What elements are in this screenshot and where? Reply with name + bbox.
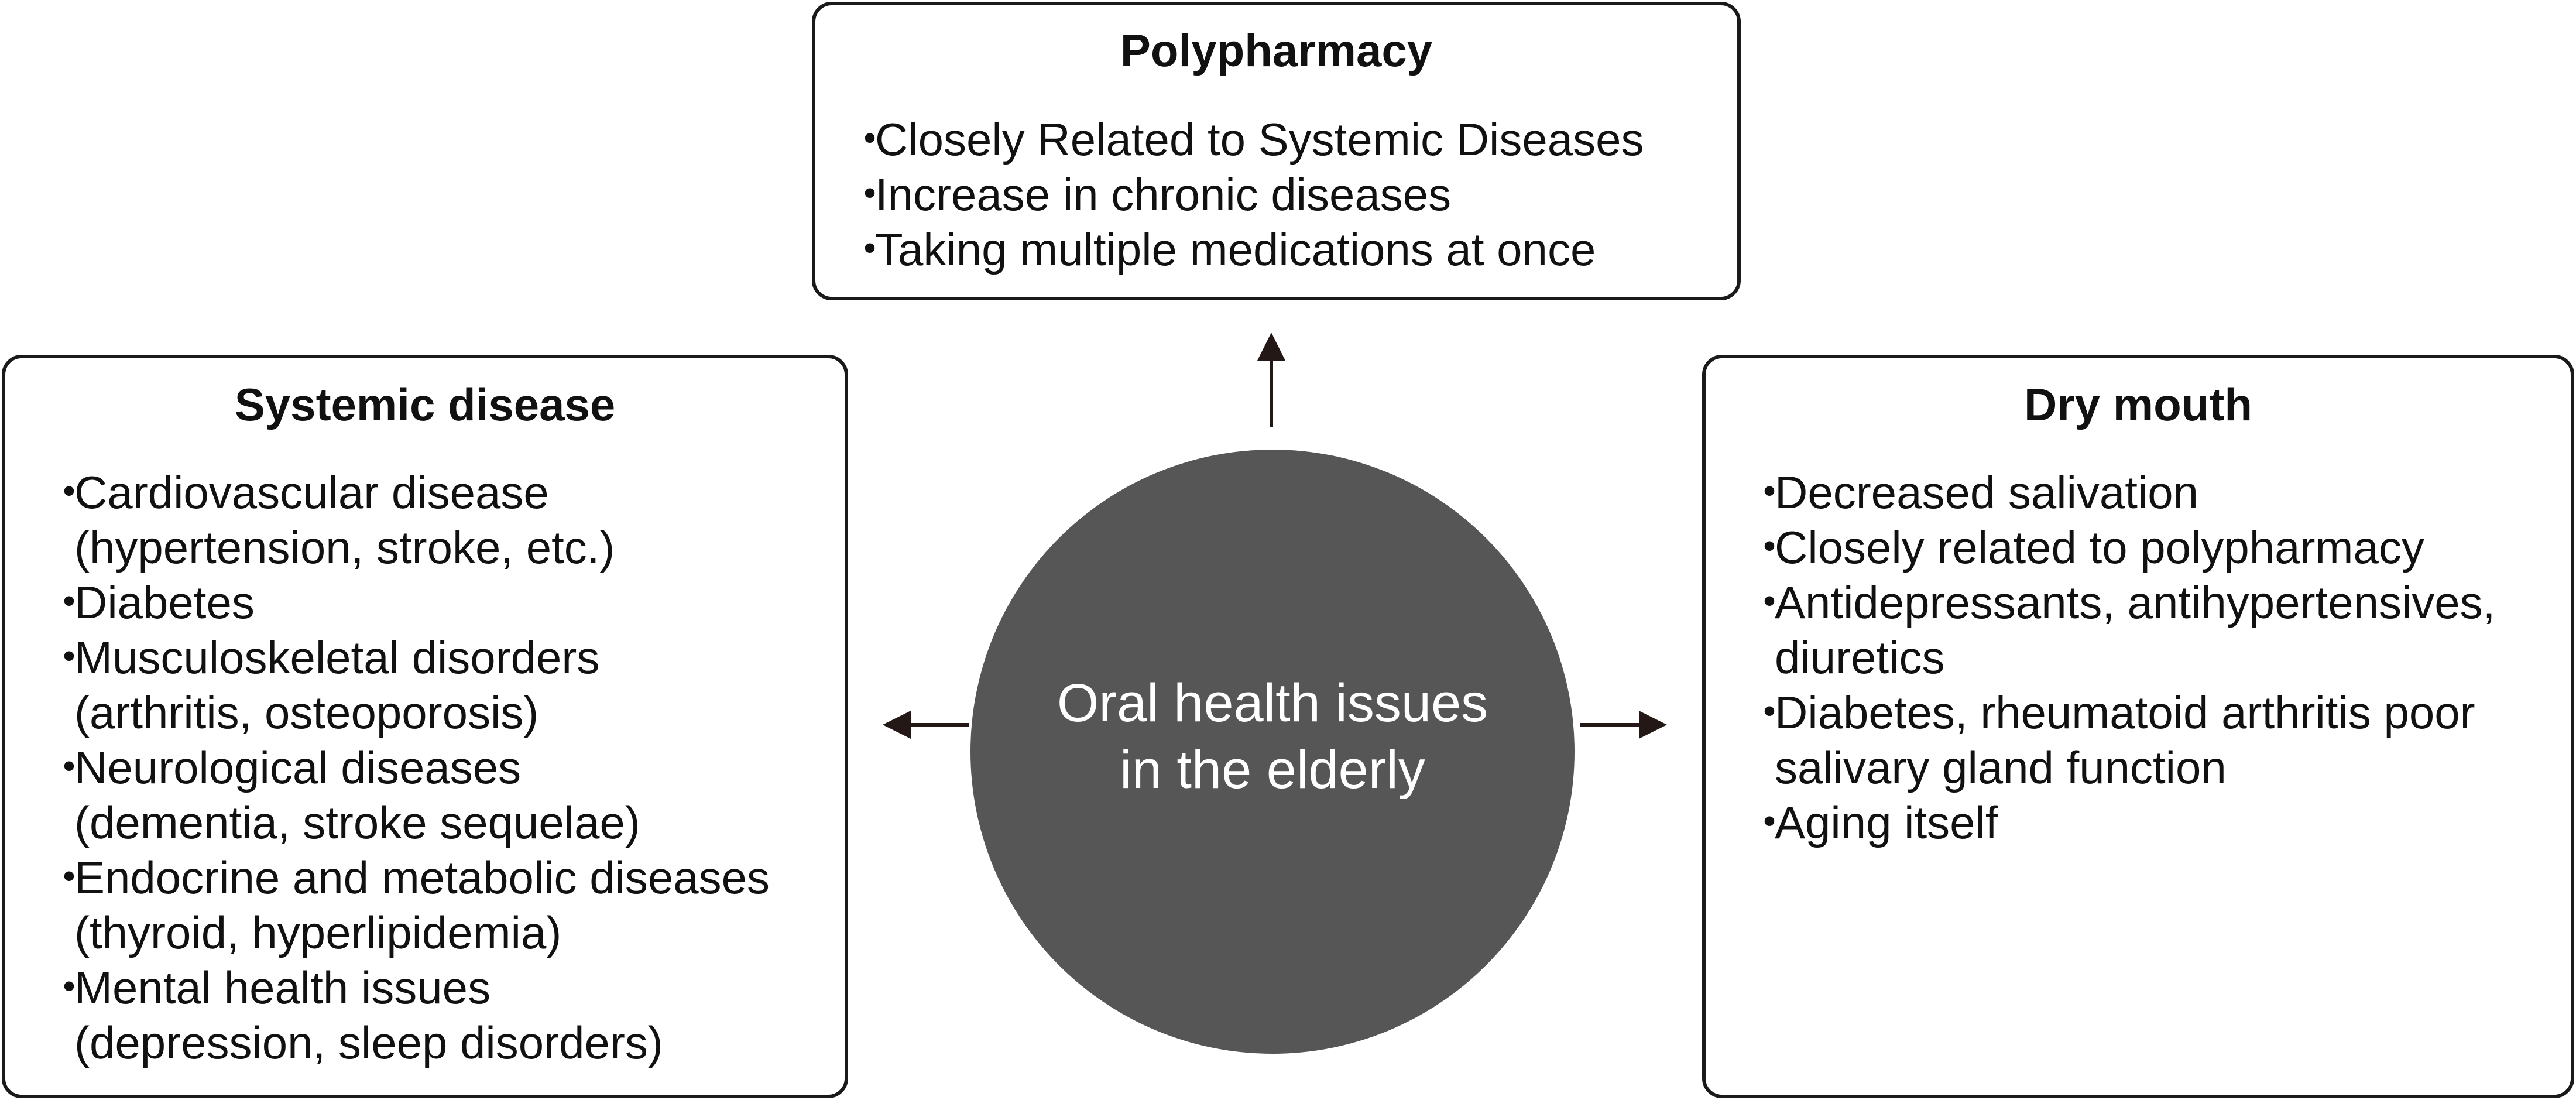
systemic-disease-item-4-line-2: (dementia, stroke sequelae) xyxy=(74,797,640,848)
bullet-mark: ・ xyxy=(46,632,92,683)
dry-mouth-item-3: ・Antidepressants, antihypertensives, diu… xyxy=(1740,575,2495,685)
dry-mouth-item-4-line-1: Diabetes, rheumatoid arthritis poor xyxy=(1775,687,2475,738)
polypharmacy-item-1-line-1: Closely Related to Systemic Diseases xyxy=(875,114,1644,165)
systemic-disease-item-6: ・Mental health issues (depression, sleep… xyxy=(39,960,663,1070)
arrow-to-polypharmacy xyxy=(1257,333,1285,427)
bullet-mark: ・ xyxy=(46,852,92,903)
systemic-disease-item-5-line-1: Endocrine and metabolic diseases xyxy=(74,852,770,903)
systemic-disease-title: Systemic disease xyxy=(234,379,616,430)
systemic-disease-item-5-line-2: (thyroid, hyperlipidemia) xyxy=(74,907,562,958)
systemic-disease-item-3: ・Musculoskeletal disorders (arthritis, o… xyxy=(39,630,599,740)
bullet-mark: ・ xyxy=(1747,797,1793,848)
bullet-mark: ・ xyxy=(46,577,92,628)
bullet-mark: ・ xyxy=(46,962,92,1013)
arrow-to-dry-mouth xyxy=(1580,711,1667,739)
dry-mouth-item-1-line-1: Decreased salivation xyxy=(1775,467,2199,518)
systemic-disease-item-4-line-1: Neurological diseases xyxy=(74,742,522,793)
systemic-disease-item-1-line-1: Cardiovascular disease xyxy=(74,467,549,518)
arrow-to-systemic-disease xyxy=(883,711,969,739)
dry-mouth-item-3-line-2: diuretics xyxy=(1775,632,1945,683)
bullet-mark: ・ xyxy=(847,114,893,165)
polypharmacy-title: Polypharmacy xyxy=(1120,25,1433,76)
dry-mouth-item-4-line-2: salivary gland function xyxy=(1775,742,2227,793)
bullet-mark: ・ xyxy=(1747,467,1793,518)
dry-mouth-box: Dry mouth ・Decreased salivation ・Closely… xyxy=(1702,355,2574,1098)
center-label-line-1: Oral health issues xyxy=(1057,673,1488,733)
bullet-mark: ・ xyxy=(1747,577,1793,628)
systemic-disease-item-1: ・Cardiovascular disease (hypertension, s… xyxy=(39,465,615,575)
dry-mouth-item-5-line-1: Aging itself xyxy=(1775,797,1998,848)
center-label-line-2: in the elderly xyxy=(1120,740,1425,800)
dry-mouth-item-2: ・Closely related to polypharmacy xyxy=(1740,520,2424,575)
center-label: Oral health issues in the elderly xyxy=(970,670,1575,803)
polypharmacy-item-3: ・Taking multiple medications at once xyxy=(840,222,1596,277)
dry-mouth-item-2-line-1: Closely related to polypharmacy xyxy=(1775,522,2424,573)
bullet-mark: ・ xyxy=(46,467,92,518)
systemic-disease-item-3-line-2: (arthritis, osteoporosis) xyxy=(74,687,539,738)
bullet-mark: ・ xyxy=(46,742,92,793)
systemic-disease-item-3-line-1: Musculoskeletal disorders xyxy=(74,632,600,683)
dry-mouth-title: Dry mouth xyxy=(2024,379,2252,430)
center-circle: Oral health issues in the elderly xyxy=(970,450,1575,1054)
polypharmacy-item-2: ・Increase in chronic diseases xyxy=(840,167,1451,222)
polypharmacy-item-1: ・Closely Related to Systemic Diseases xyxy=(840,112,1644,167)
systemic-disease-item-4: ・Neurological diseases (dementia, stroke… xyxy=(39,740,640,850)
polypharmacy-box: Polypharmacy ・Closely Related to Systemi… xyxy=(812,2,1741,300)
systemic-disease-item-2: ・Diabetes xyxy=(39,575,255,630)
systemic-disease-item-6-line-2: (depression, sleep disorders) xyxy=(74,1017,663,1068)
dry-mouth-item-1: ・Decreased salivation xyxy=(1740,465,2198,520)
systemic-disease-item-1-line-2: (hypertension, stroke, etc.) xyxy=(74,522,615,573)
polypharmacy-item-2-line-1: Increase in chronic diseases xyxy=(875,169,1452,220)
bullet-mark: ・ xyxy=(1747,687,1793,738)
bullet-mark: ・ xyxy=(847,224,893,275)
systemic-disease-item-6-line-1: Mental health issues xyxy=(74,962,491,1013)
dry-mouth-item-5: ・Aging itself xyxy=(1740,795,1998,850)
systemic-disease-box: Systemic disease ・Cardiovascular disease… xyxy=(2,355,848,1098)
bullet-mark: ・ xyxy=(847,169,893,220)
dry-mouth-item-4: ・Diabetes, rheumatoid arthritis poor sal… xyxy=(1740,685,2475,795)
bullet-mark: ・ xyxy=(1747,522,1793,573)
dry-mouth-item-3-line-1: Antidepressants, antihypertensives, xyxy=(1775,577,2496,628)
systemic-disease-item-5: ・Endocrine and metabolic diseases (thyro… xyxy=(39,850,770,960)
systemic-disease-item-2-line-1: Diabetes xyxy=(74,577,255,628)
polypharmacy-item-3-line-1: Taking multiple medications at once xyxy=(875,224,1596,275)
